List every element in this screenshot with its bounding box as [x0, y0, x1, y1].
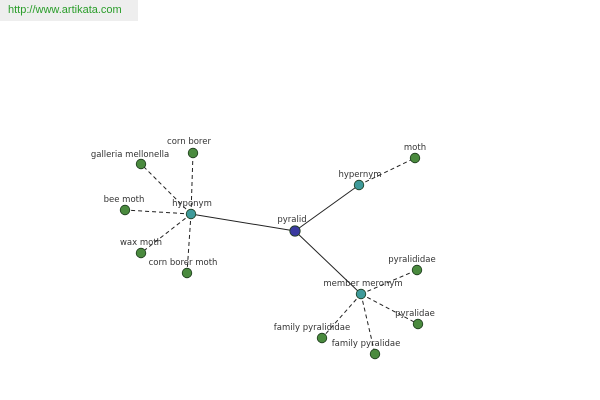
edge-hyponym-corn-borer [190, 152, 194, 215]
node-corn-borer-moth[interactable] [181, 267, 193, 279]
node-wax-moth[interactable] [135, 247, 147, 259]
node-pyralidae[interactable] [412, 318, 424, 330]
label-bee-moth: bee moth [104, 195, 145, 205]
node-pyralididae[interactable] [411, 264, 423, 276]
edge-hyponym-bee-moth [124, 209, 192, 215]
node-family-pyralidae[interactable] [369, 348, 381, 360]
node-family-pyralididae[interactable] [316, 332, 328, 344]
label-pyralididae: pyralididae [388, 255, 435, 265]
node-member-meronym[interactable] [355, 288, 367, 300]
label-hypernym: hypernym [338, 170, 381, 180]
label-wax-moth: wax moth [120, 238, 162, 248]
node-galleria-mellonella[interactable] [135, 158, 147, 170]
edge-hyponym-corn-borer-moth [186, 213, 192, 274]
node-corn-borer[interactable] [187, 147, 199, 159]
edge-hypernym-moth [358, 157, 416, 186]
label-hyponym: hyponym [172, 199, 212, 209]
label-corn-borer: corn borer [167, 137, 211, 147]
node-hyponym[interactable] [185, 208, 197, 220]
edge-pyralid-hyponym [190, 213, 296, 232]
label-pyralidae: pyralidae [395, 309, 435, 319]
label-galleria-mellonella: galleria mellonella [91, 150, 169, 160]
edge-member-meronym-pyralididae [360, 269, 418, 295]
edge-pyralid-hypernym [294, 184, 360, 232]
label-pyralid: pyralid [277, 215, 306, 225]
edge-pyralid-member-meronym [294, 230, 362, 295]
url-header-bar: http://www.artikata.com [0, 0, 138, 21]
label-moth: moth [404, 143, 426, 153]
edge-hyponym-wax-moth [140, 213, 192, 254]
label-corn-borer-moth: corn borer moth [149, 258, 218, 268]
node-hypernym[interactable] [353, 179, 365, 191]
edge-member-meronym-family-pyralidae [360, 293, 376, 355]
node-moth[interactable] [409, 152, 421, 164]
site-url-link[interactable]: http://www.artikata.com [8, 4, 122, 16]
edge-hyponym-galleria-mellonella [140, 163, 192, 215]
edge-member-meronym-family-pyralididae [321, 293, 362, 339]
node-pyralid[interactable] [289, 225, 301, 237]
node-bee-moth[interactable] [119, 204, 131, 216]
label-member-meronym: member meronym [323, 279, 402, 289]
label-family-pyralidae: family pyralidae [332, 339, 401, 349]
edge-member-meronym-pyralidae [360, 293, 419, 325]
label-family-pyralididae: family pyralididae [274, 323, 350, 333]
